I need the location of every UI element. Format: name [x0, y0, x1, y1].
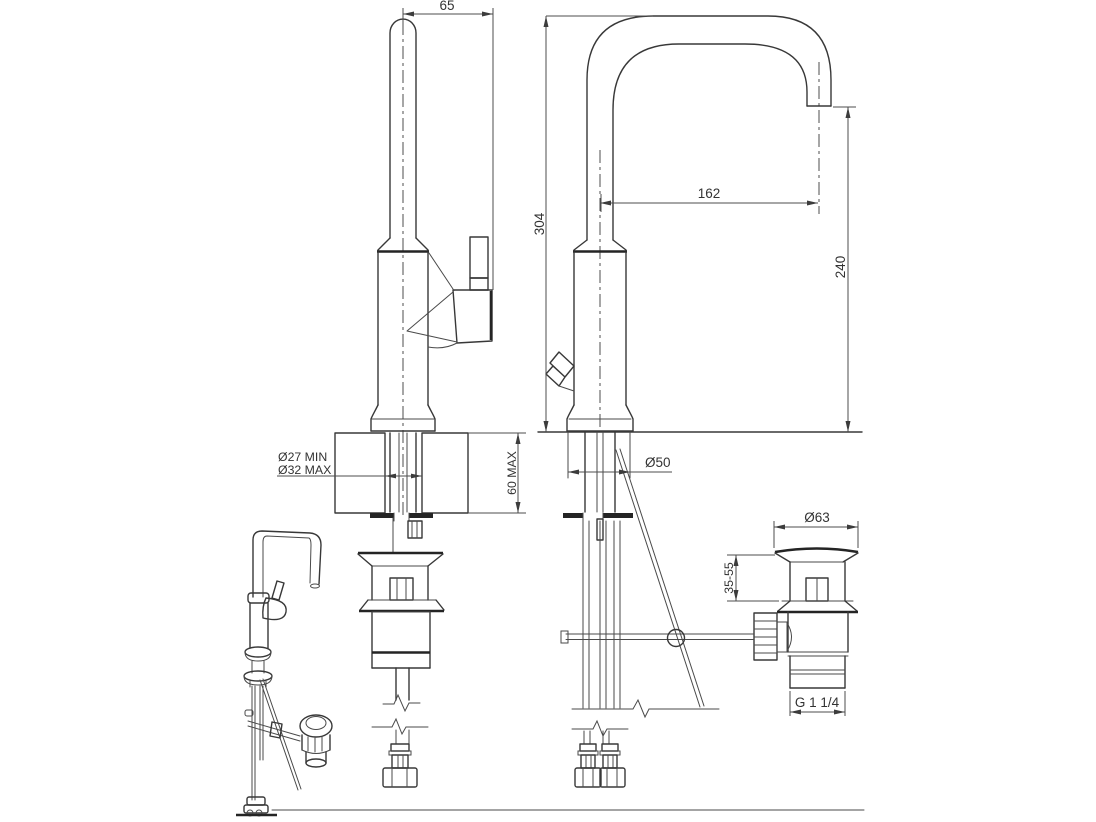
iso-popup-waste — [299, 714, 333, 768]
deck-section — [334, 432, 469, 514]
front-supply-hose — [371, 717, 429, 788]
dim-outlet-height: 240 — [833, 106, 856, 432]
lift-rod-ball-joint — [666, 628, 686, 648]
side-body — [545, 239, 634, 432]
pipe-break-symbol — [382, 693, 421, 713]
dim-base-diameter: Ø50 — [568, 455, 672, 475]
dim-spout-reach: 162 — [600, 186, 818, 212]
dim-waste-thread: G 1 1/4 — [789, 691, 846, 716]
dim-hole-max-label: Ø32 MAX — [278, 463, 331, 477]
iso-supply-pipes — [251, 685, 264, 801]
dim-deck-thickness: 60 MAX — [468, 432, 526, 514]
dim-hole-min-label: Ø27 MIN — [278, 450, 327, 464]
dim-waste-adjust-range-label: 35-55 — [722, 562, 736, 594]
deck-hatch-right — [421, 432, 469, 514]
waste-side-view: Ø63 35-55 G 1 1/4 — [722, 510, 859, 716]
dim-outlet-height-label: 240 — [833, 256, 848, 279]
deck-hatch-left — [334, 432, 386, 514]
supply-pipes — [582, 520, 621, 709]
front-shank — [389, 432, 417, 513]
waste-body — [753, 611, 849, 689]
dim-waste-flange-diameter-label: Ø63 — [804, 510, 830, 525]
front-base-bell — [370, 404, 436, 432]
dim-hole-diameter: Ø27 MIN Ø32 MAX — [277, 450, 422, 479]
front-handle — [406, 236, 493, 349]
iso-faucet — [243, 530, 322, 817]
front-shank-pipes — [398, 432, 408, 513]
front-view: 65 Ø27 MIN Ø32 MAX 60 MAX — [277, 0, 526, 788]
dim-deck-thickness-label: 60 MAX — [505, 451, 519, 495]
lift-rod-horizontal — [565, 633, 754, 640]
pipe-break-symbol — [371, 717, 429, 736]
pipe-break-symbol — [571, 698, 720, 719]
side-view: 304 162 240 Ø50 — [532, 15, 863, 788]
dim-base-diameter-label: Ø50 — [645, 455, 671, 470]
dim-overall-height-label: 304 — [532, 212, 547, 235]
pipe-break-symbol — [571, 719, 629, 738]
front-popup-waste — [357, 551, 445, 713]
side-below-deck — [560, 431, 754, 788]
dim-waste-adjust-range: 35-55 — [722, 554, 779, 602]
lift-rod-diagonal — [615, 448, 705, 708]
dim-spout-offset-label: 65 — [439, 0, 454, 13]
side-spout — [586, 15, 832, 241]
front-fixing-hardware — [370, 512, 433, 553]
front-body — [377, 251, 429, 406]
waste-flange — [774, 547, 859, 563]
iso-overview — [236, 530, 333, 817]
dim-spout-reach-label: 162 — [698, 186, 721, 201]
iso-handle-hub — [262, 597, 287, 621]
waste-lower-flange — [777, 600, 858, 614]
dim-spout-offset: 65 — [402, 0, 494, 290]
supply-hose-connectors — [574, 743, 626, 788]
dim-waste-flange-diameter: Ø63 — [773, 510, 859, 548]
dim-overall-height: 304 — [532, 15, 653, 432]
dim-waste-thread-label: G 1 1/4 — [795, 695, 840, 710]
front-cone — [377, 237, 429, 251]
